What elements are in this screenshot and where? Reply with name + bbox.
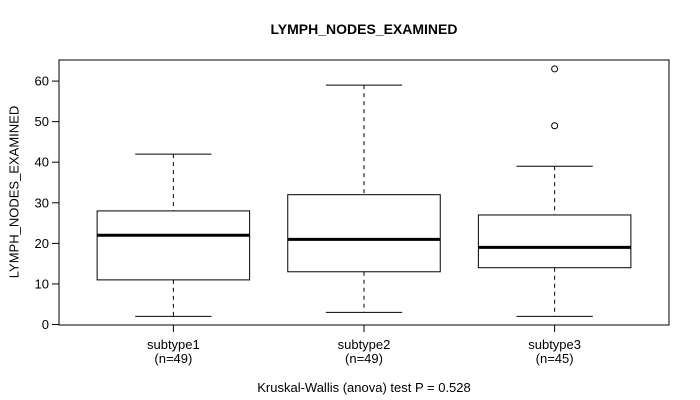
chart-title: LYMPH_NODES_EXAMINED	[270, 21, 458, 37]
box-subtype1	[96, 210, 251, 281]
y-axis-tick-label: 10	[35, 276, 49, 291]
y-axis-tick-label: 40	[35, 155, 49, 170]
outlier-point	[551, 122, 559, 130]
y-axis-tick-label: 60	[35, 74, 49, 89]
x-group-label: subtype2	[338, 337, 391, 352]
outlier-point	[551, 65, 559, 73]
x-group-sublabel: (n=45)	[536, 351, 574, 366]
y-axis-tick-label: 0	[42, 317, 49, 332]
x-group-sublabel: (n=49)	[345, 351, 383, 366]
box-subtype2	[287, 194, 441, 273]
stat-test-caption: Kruskal-Wallis (anova) test P = 0.528	[257, 380, 471, 395]
x-group-sublabel: (n=49)	[154, 351, 192, 366]
y-axis-tick-label: 20	[35, 236, 49, 251]
x-group-label: subtype3	[528, 337, 581, 352]
y-axis-tick-label: 30	[35, 195, 49, 210]
box-subtype3	[477, 214, 632, 269]
x-group-label: subtype1	[147, 337, 200, 352]
y-axis-tick-label: 50	[35, 114, 49, 129]
